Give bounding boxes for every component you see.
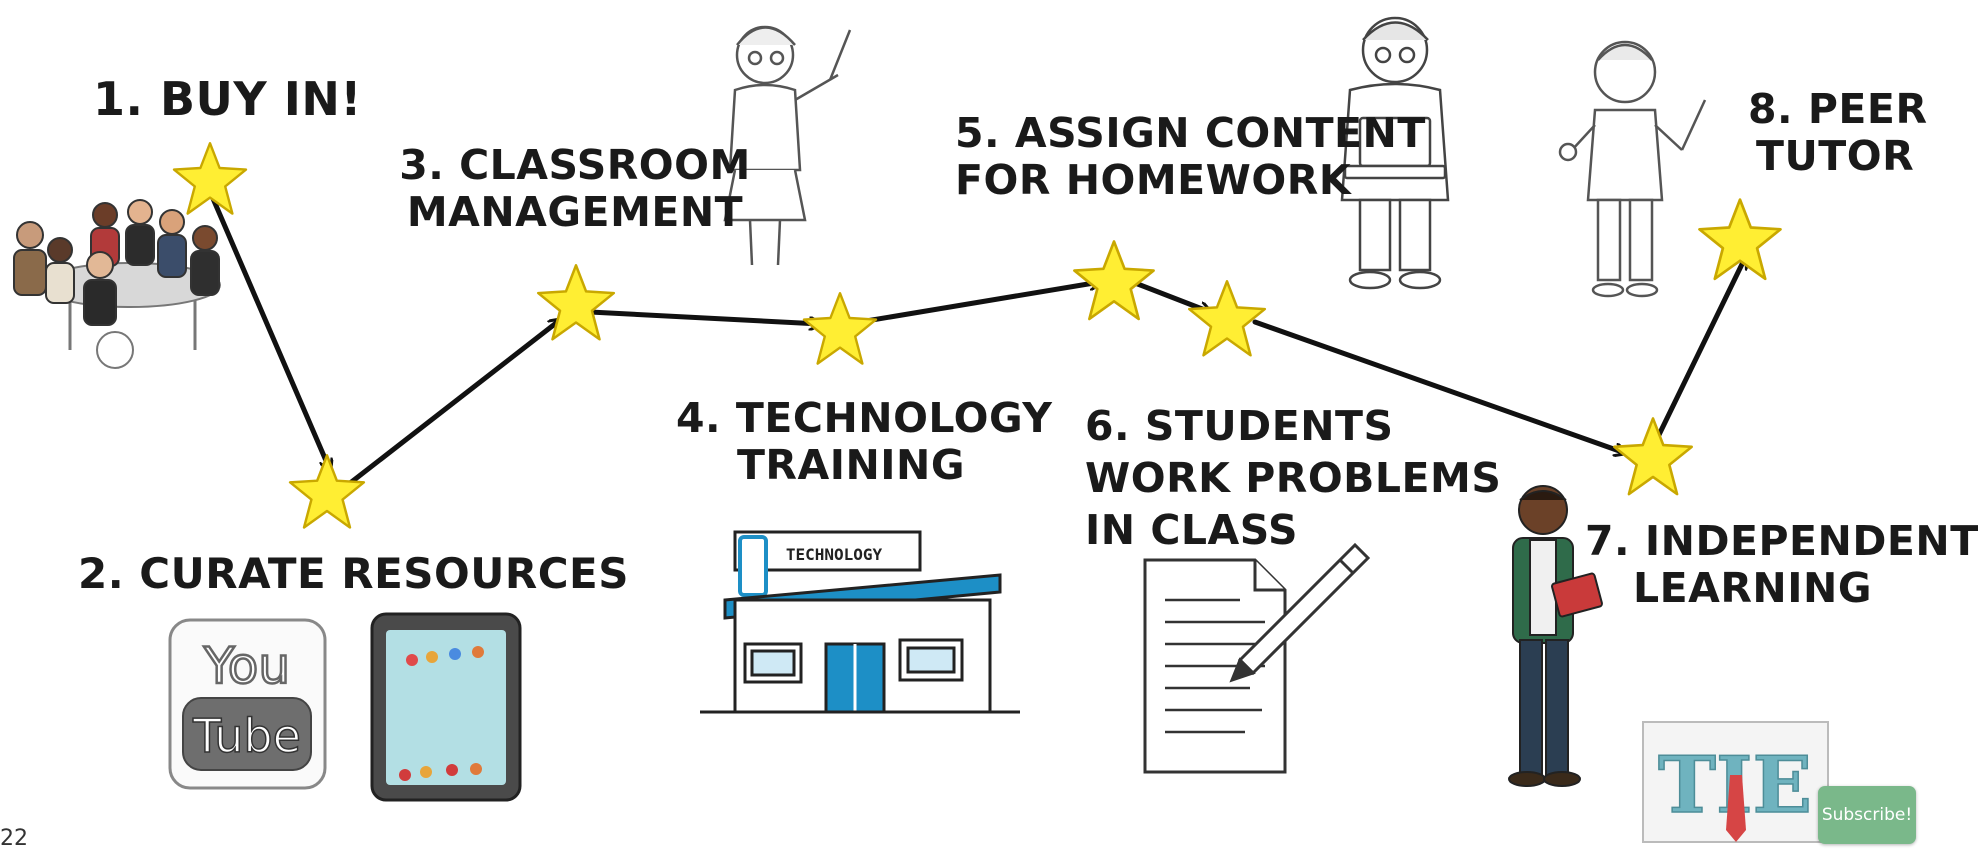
step-6-line-1: 6. STUDENTS bbox=[1085, 402, 1394, 450]
step-5-line-2: FOR HOMEWORK bbox=[955, 156, 1352, 204]
student-reading-illustration bbox=[1508, 485, 1603, 787]
tablet-icon bbox=[370, 612, 522, 802]
step-3-line-2: MANAGEMENT bbox=[406, 188, 744, 236]
teacher-illustration bbox=[723, 25, 852, 266]
step-6-label: 6. STUDENTS WORK PROBLEMS IN CLASS bbox=[1085, 400, 1501, 556]
meeting-illustration bbox=[13, 199, 221, 369]
step-4-line-1: 4. TECHNOLOGY bbox=[676, 394, 1053, 442]
step-7-line-1: 7. INDEPENDENT bbox=[1585, 517, 1979, 565]
teacher-laptop-illustration bbox=[1340, 16, 1450, 290]
step-2-label: 2. CURATE RESOURCES bbox=[78, 550, 629, 597]
arrow-5-to-6 bbox=[1132, 280, 1210, 312]
step-5-line-1: 5. ASSIGN CONTENT bbox=[955, 109, 1426, 157]
store-sign-text: TECHNOLOGY bbox=[786, 545, 883, 564]
footer-number: 22 bbox=[0, 826, 28, 851]
star-5 bbox=[1073, 240, 1155, 321]
document-pen-icon bbox=[1143, 542, 1371, 774]
step-7-label: 7. INDEPENDENT LEARNING bbox=[1585, 517, 1979, 612]
star-6 bbox=[1187, 280, 1267, 357]
youtube-logo-icon: You Tube bbox=[168, 618, 327, 790]
arrow-7-to-8 bbox=[1652, 258, 1745, 446]
arrow-3-to-4 bbox=[587, 309, 820, 324]
star-4 bbox=[802, 292, 878, 365]
arrow-2-to-3 bbox=[342, 320, 560, 490]
path-arrows bbox=[202, 177, 1745, 490]
arrow-6-to-7 bbox=[1252, 319, 1625, 453]
subscribe-button[interactable]: Subscribe! bbox=[1818, 786, 1916, 844]
step-1-label: 1. BUY IN! bbox=[93, 76, 362, 123]
step-4-label: 4. TECHNOLOGY TRAINING bbox=[676, 394, 1053, 489]
step-7-line-2: LEARNING bbox=[1633, 564, 1872, 612]
star-7 bbox=[1613, 417, 1693, 496]
arrow-4-to-5 bbox=[857, 282, 1100, 325]
step-8-line-2: TUTOR bbox=[1756, 132, 1915, 180]
step-8-line-1: 8. PEER bbox=[1748, 85, 1928, 133]
step-2-line-1: 2. CURATE RESOURCES bbox=[78, 549, 629, 598]
step-8-label: 8. PEER TUTOR bbox=[1748, 86, 1928, 180]
step-5-label: 5. ASSIGN CONTENT FOR HOMEWORK bbox=[955, 109, 1426, 204]
step-3-label: 3. CLASSROOM MANAGEMENT bbox=[395, 142, 755, 236]
arrow-1-to-2 bbox=[202, 177, 330, 470]
boy-pointer-illustration bbox=[1558, 40, 1707, 298]
technology-store-illustration: TECHNOLOGY bbox=[700, 530, 1020, 714]
step-4-line-2: TRAINING bbox=[736, 441, 966, 489]
tie-logo: TIE bbox=[1642, 721, 1829, 843]
step-6-line-3: IN CLASS bbox=[1085, 506, 1299, 554]
star-1 bbox=[172, 141, 248, 215]
star-2 bbox=[288, 454, 366, 529]
step-3-line-1: 3. CLASSROOM bbox=[399, 141, 751, 189]
youtube-top-text: You bbox=[203, 637, 290, 695]
step-1-line-1: 1. BUY IN! bbox=[93, 72, 362, 126]
step-6-line-2: WORK PROBLEMS bbox=[1085, 454, 1502, 502]
youtube-bottom-text: Tube bbox=[192, 709, 301, 763]
flat-classroom-roadmap-diagram: You Tube TECHNOLOGY bbox=[13, 16, 1829, 843]
